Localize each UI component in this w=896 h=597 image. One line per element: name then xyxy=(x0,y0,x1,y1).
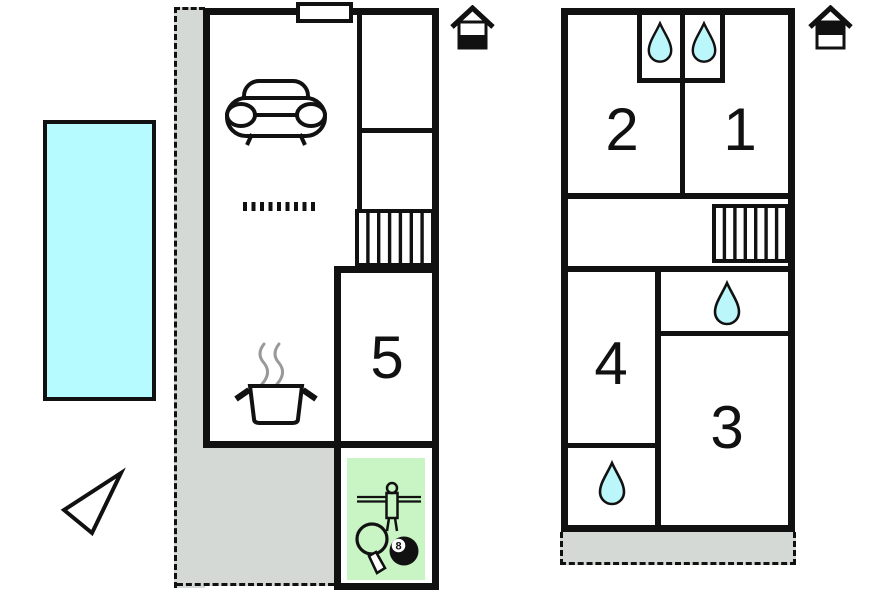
water-drop-icon xyxy=(713,280,741,326)
svg-text:8: 8 xyxy=(395,541,401,553)
ground-terrace-bottom xyxy=(177,448,334,586)
staircase-ground xyxy=(355,209,435,267)
room5-wall-left xyxy=(334,266,341,448)
upper-wall-below-landing xyxy=(568,266,788,272)
sofa-icon xyxy=(225,79,327,146)
house-upper-level-icon xyxy=(808,5,853,50)
foosball-icon xyxy=(357,481,421,532)
room-1-label: 1 xyxy=(723,96,757,163)
house-ground-level-icon xyxy=(450,5,495,50)
room1-room2-divider xyxy=(680,15,685,193)
water-drop-icon xyxy=(647,20,673,63)
room3-room4-divider xyxy=(655,272,661,525)
wardrobe-wall-divider xyxy=(357,128,432,133)
swimming-pool xyxy=(43,120,156,401)
games-icons: 8 xyxy=(355,481,421,575)
room-2-label: 2 xyxy=(605,96,639,163)
eight-ball-icon: 8 xyxy=(389,536,419,566)
upper-terrace xyxy=(560,532,796,565)
direction-arrow-icon xyxy=(60,467,126,537)
bath-above-room3-wall xyxy=(661,331,788,336)
staircase-upper xyxy=(712,204,789,263)
dotted-partition xyxy=(243,202,319,211)
room5-wall-top xyxy=(334,266,432,273)
room-4-label: 4 xyxy=(594,330,628,397)
table-tennis-icon xyxy=(355,522,389,575)
water-drop-icon xyxy=(691,20,717,63)
upper-wall-below-bedrooms xyxy=(568,193,788,199)
water-drop-icon xyxy=(598,460,626,506)
room-3-label: 3 xyxy=(710,394,744,461)
window xyxy=(296,2,353,23)
wardrobe-wall-vertical xyxy=(357,15,362,210)
cooking-pot-icon xyxy=(234,342,318,425)
room-5-label: 5 xyxy=(370,324,404,391)
bath-below-room4-wall xyxy=(568,443,655,448)
